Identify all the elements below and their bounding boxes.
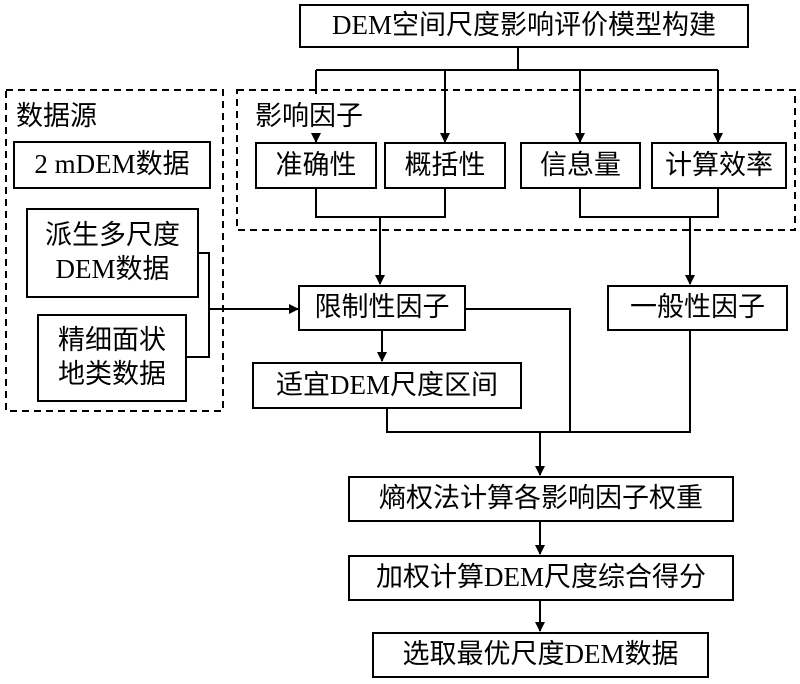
restrictive-factor-box: 限制性因子 bbox=[298, 285, 466, 331]
suitable-dem-interval-box: 适宜DEM尺度区间 bbox=[252, 362, 522, 409]
derived-multiscale-dem-box: 派生多尺度DEM数据 bbox=[26, 208, 199, 298]
derived-dem-bracket bbox=[186, 252, 210, 358]
accuracy-generalization-merge bbox=[315, 189, 446, 218]
accuracy-box: 准确性 bbox=[255, 142, 377, 189]
entropy-weight-box: 熵权法计算各影响因子权重 bbox=[348, 476, 734, 522]
generalization-box: 概括性 bbox=[384, 142, 506, 189]
impact-factor-frame bbox=[236, 89, 796, 231]
restrictive-right-connector bbox=[466, 308, 571, 432]
general-factor-box: 一般性因子 bbox=[607, 285, 788, 331]
information-efficiency-merge bbox=[579, 189, 719, 218]
computation-efficiency-box: 计算效率 bbox=[651, 142, 787, 189]
hires-dem-data-box: 2 mDEM数据 bbox=[13, 141, 211, 189]
information-content-box: 信息量 bbox=[520, 142, 641, 189]
data-source-label: 数据源 bbox=[14, 94, 99, 133]
impact-factor-label: 影响因子 bbox=[253, 94, 365, 133]
select-optimal-dem-box: 选取最优尺度DEM数据 bbox=[372, 632, 709, 678]
model-title-box: DEM空间尺度影响评价模型构建 bbox=[299, 4, 749, 48]
weighted-score-box: 加权计算DEM尺度综合得分 bbox=[348, 555, 734, 601]
merge-to-entropy bbox=[386, 331, 691, 433]
fine-landtype-data-box: 精细面状地类数据 bbox=[37, 314, 187, 402]
data-source-frame bbox=[5, 89, 224, 412]
